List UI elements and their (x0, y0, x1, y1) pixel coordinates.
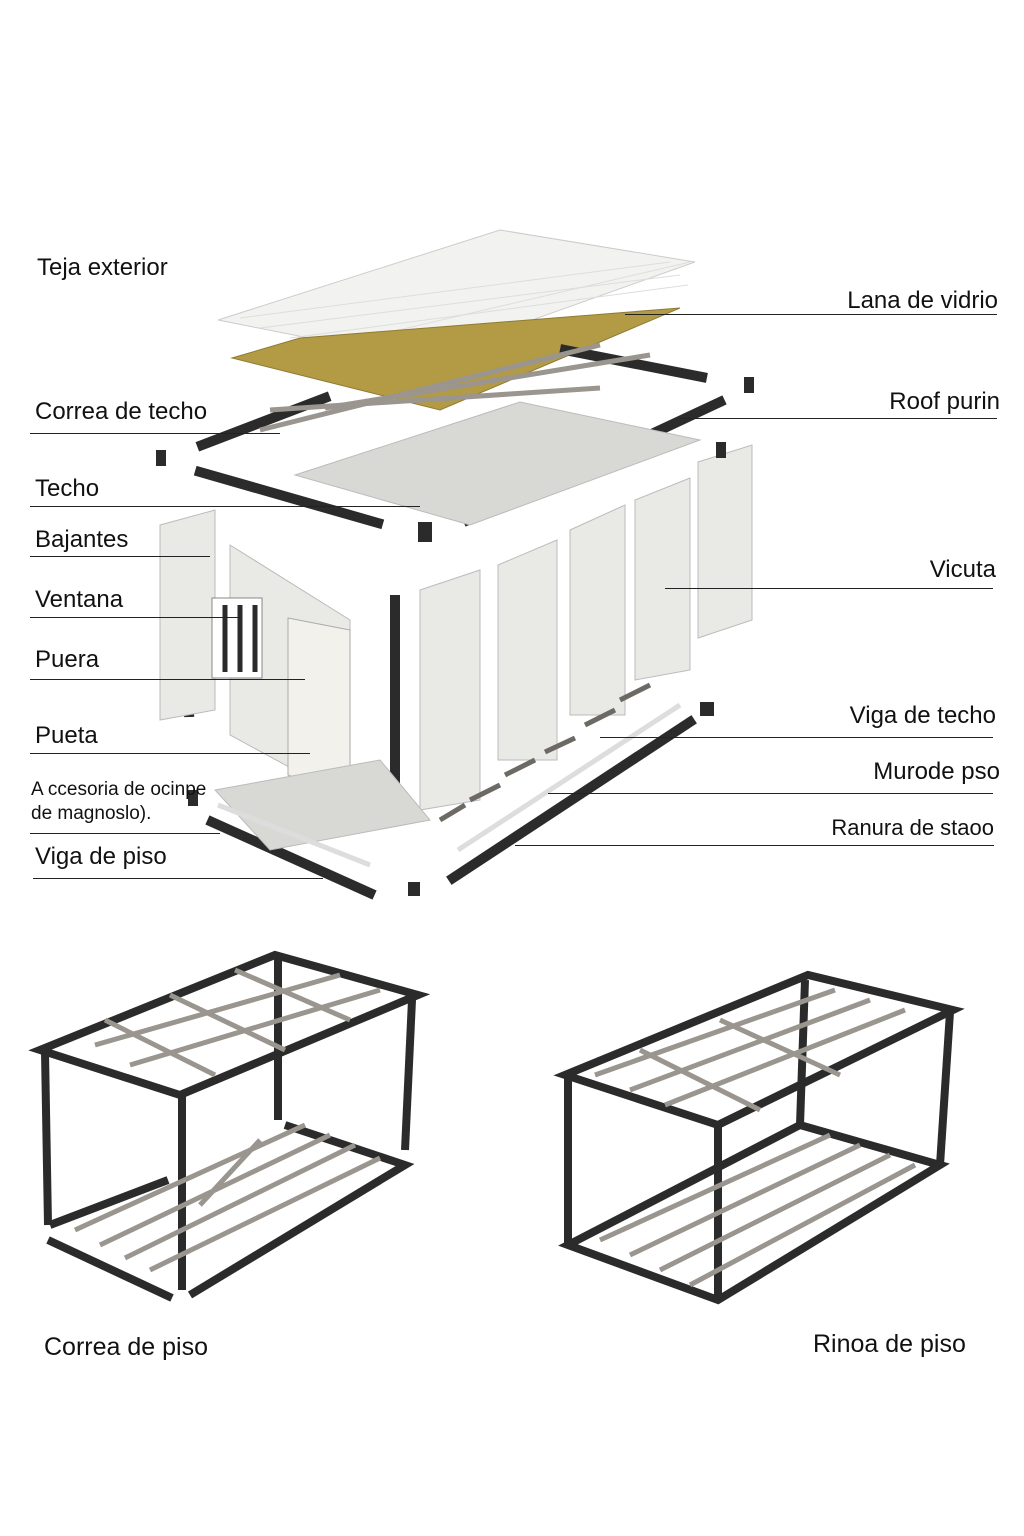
label-puera: Puera (35, 646, 100, 673)
label-viga-de-techo: Viga de techo (849, 702, 996, 729)
label-accesoria: A ccesoria de ocinpe de magnoslo). (31, 779, 207, 824)
ceiling-panel (293, 401, 702, 526)
leader-line (30, 556, 210, 557)
label-pueta: Pueta (35, 722, 98, 749)
leader-line (30, 617, 240, 618)
leader-line (30, 506, 420, 507)
label-muro-de-piso: Murode pso (873, 758, 1000, 785)
label-roof-purin: Roof purin (889, 388, 1000, 415)
label-viga-de-piso: Viga de piso (35, 843, 167, 870)
leader-line (30, 753, 310, 754)
leader-line (665, 588, 993, 589)
label-vicuta: Vicuta (929, 556, 996, 583)
floor-rail-frame (553, 970, 965, 1305)
label-ventana: Ventana (35, 586, 124, 613)
label-ranura-de-stado: Ranura de staoo (831, 815, 994, 840)
label-teja-exterior: Teja exterior (37, 254, 168, 281)
leader-line (30, 433, 280, 434)
leader-line (600, 737, 993, 738)
leader-line (548, 793, 993, 794)
label-lana-de-vidrio: Lana de vidrio (847, 287, 998, 314)
label-correa-de-techo: Correa de techo (35, 398, 208, 425)
leader-line (33, 878, 323, 879)
leader-line (30, 679, 305, 680)
leader-line (30, 833, 220, 834)
label-techo: Techo (35, 475, 100, 502)
glass-wool-panel (230, 307, 681, 411)
leader-line (680, 418, 997, 419)
label-rinoa-de-piso: Rinoa de piso (813, 1330, 966, 1358)
label-bajantes: Bajantes (35, 526, 129, 553)
leader-line (515, 845, 994, 846)
label-correa-de-piso: Correa de piso (44, 1333, 208, 1361)
leader-line (625, 314, 997, 315)
